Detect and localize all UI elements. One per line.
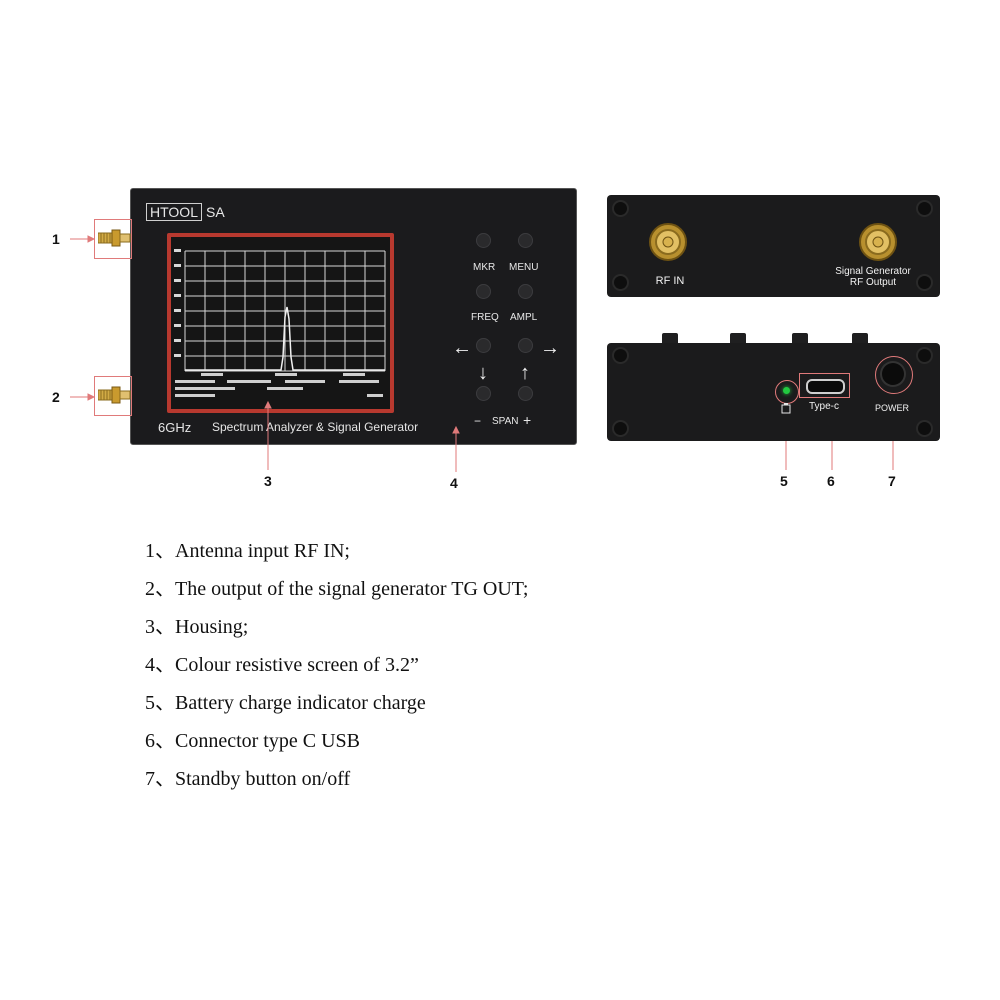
arrow-right-icon: → — [540, 337, 560, 359]
screw-icon — [614, 422, 627, 435]
callout-box-6 — [799, 373, 850, 398]
callout-number-4: 4 — [450, 475, 458, 491]
freq-label: FREQ — [471, 312, 499, 323]
top-key-nub — [662, 333, 678, 345]
sma-rf-in-icon — [649, 223, 687, 261]
description-item-2: 2、The output of the signal generator TG … — [145, 578, 529, 600]
screw-icon — [918, 276, 931, 289]
callout-box-2 — [94, 376, 132, 416]
top-key-nub — [852, 333, 868, 345]
frequency-label: 6GHz — [158, 420, 192, 435]
power-label: POWER — [874, 403, 909, 413]
sg-output-label-line1: Signal Generator — [835, 266, 911, 277]
callout-number-1: 1 — [52, 231, 60, 247]
screw-icon — [614, 202, 627, 215]
callout-number-7: 7 — [888, 473, 896, 489]
arrow-up-icon: ↑ — [520, 362, 530, 384]
key-freq-button[interactable] — [476, 284, 491, 299]
spectrum-display — [171, 237, 390, 409]
description-item-5: 5、Battery charge indicator charge — [145, 692, 426, 714]
screw-icon — [918, 422, 931, 435]
mkr-label: MKR — [473, 262, 496, 273]
description-item-3: 3、Housing; — [145, 616, 249, 638]
usb-c-port[interactable] — [806, 379, 845, 394]
key-menu-button[interactable] — [518, 233, 533, 248]
top-key-nub — [792, 333, 808, 345]
charge-led-indicator — [783, 387, 790, 394]
description-item-7: 7、Standby button on/off — [145, 768, 351, 790]
key-ampl-button[interactable] — [518, 284, 533, 299]
key-mkr-button[interactable] — [476, 233, 491, 248]
top-key-nub — [730, 333, 746, 345]
key-left-button[interactable] — [476, 338, 491, 353]
screw-icon — [918, 202, 931, 215]
span-plus-label: + — [523, 412, 532, 428]
rf-in-label: RF IN — [655, 275, 685, 287]
brand-logo: HTOOL SA — [146, 203, 225, 221]
power-button[interactable] — [882, 363, 904, 385]
callout-circle-7 — [875, 356, 913, 394]
key-right-button[interactable] — [518, 338, 533, 353]
callout-number-5: 5 — [780, 473, 788, 489]
sg-output-label-line2: RF Output — [849, 277, 897, 288]
key-up-button[interactable] — [518, 386, 533, 401]
sma-connector-tg-out-icon — [98, 386, 131, 404]
screw-icon — [614, 276, 627, 289]
sma-rf-output-icon — [859, 223, 897, 261]
device-subtitle: Spectrum Analyzer & Signal Generator — [212, 420, 419, 434]
description-item-1: 1、Antenna input RF IN; — [145, 540, 350, 562]
lcd-screen[interactable] — [171, 237, 390, 409]
callout-number-2: 2 — [52, 389, 60, 405]
callout-number-3: 3 — [264, 473, 272, 489]
ampl-label: AMPL — [510, 312, 538, 323]
description-item-4: 4、Colour resistive screen of 3.2” — [145, 654, 419, 676]
usb-label: Type-c — [808, 401, 839, 412]
key-down-button[interactable] — [476, 386, 491, 401]
span-label: SPAN — [492, 416, 519, 427]
screw-icon — [918, 349, 931, 362]
brand-suffix: SA — [205, 204, 225, 220]
menu-label: MENU — [509, 262, 539, 273]
battery-icon — [781, 403, 791, 414]
brand-box: HTOOL — [146, 203, 202, 221]
screw-icon — [614, 349, 627, 362]
span-minus-label: − — [474, 414, 482, 428]
arrow-left-icon: ← — [452, 337, 472, 359]
arrow-down-icon: ↓ — [478, 362, 488, 384]
sma-connector-rf-in-icon — [98, 229, 131, 247]
description-item-6: 6、Connector type C USB — [145, 730, 360, 752]
callout-number-6: 6 — [827, 473, 835, 489]
